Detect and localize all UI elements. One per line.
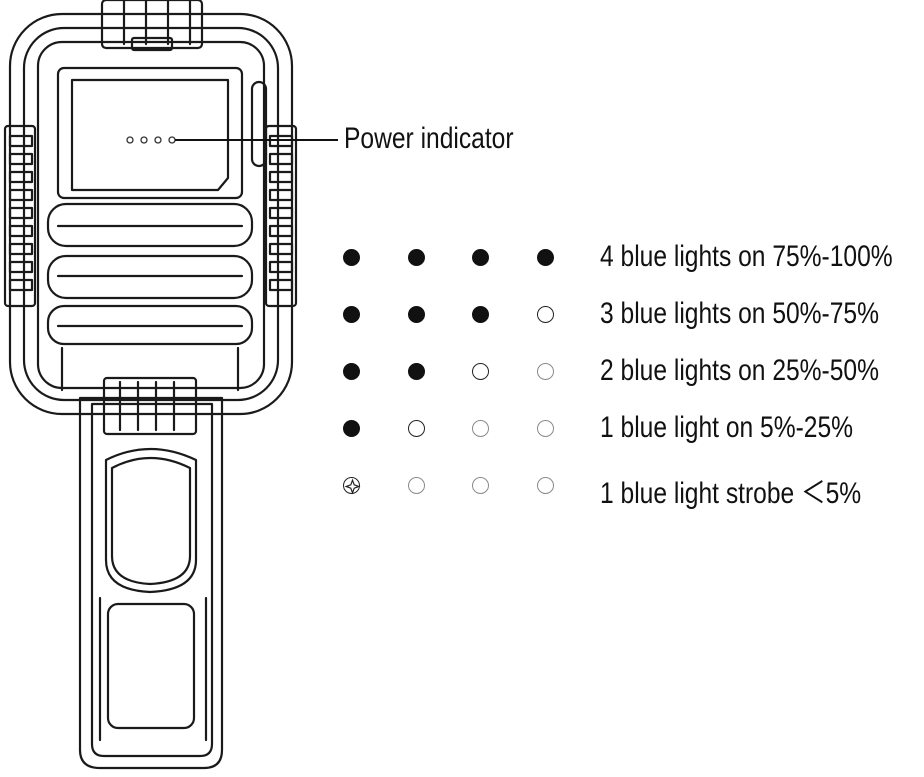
legend-row: 3 blue lights on 50%-75%	[0, 295, 924, 335]
legend-text: 1 blue light strobe ＜5%	[600, 477, 862, 510]
status-light	[343, 420, 360, 437]
legend-row: 4 blue lights on 75%-100%	[0, 238, 924, 278]
status-light	[408, 363, 425, 380]
left-grip	[3, 124, 37, 308]
status-light	[408, 477, 425, 494]
indicator-panel	[56, 66, 268, 200]
status-light	[537, 363, 554, 380]
status-light	[537, 477, 554, 494]
indicator-dots	[126, 136, 176, 144]
status-light	[472, 363, 489, 380]
status-light	[472, 306, 489, 323]
body-ribs	[46, 202, 254, 392]
right-grip	[264, 124, 298, 308]
power-indicator-label: Power indicator	[344, 122, 514, 155]
legend-row: 2 blue lights on 25%-50%	[0, 352, 924, 392]
status-light	[537, 420, 554, 437]
status-light	[343, 477, 361, 495]
legend-text: 1 blue light on 5%-25%	[600, 411, 854, 444]
status-light	[408, 306, 425, 323]
lower-clip	[78, 376, 224, 770]
legend-text: 3 blue lights on 50%-75%	[600, 297, 879, 330]
status-light	[343, 249, 360, 266]
legend-row: 1 blue light strobe ＜5%	[0, 466, 924, 510]
status-light	[472, 477, 489, 494]
status-light	[408, 249, 425, 266]
legend-text: 4 blue lights on 75%-100%	[600, 240, 893, 273]
status-light	[472, 420, 489, 437]
legend-text: 2 blue lights on 25%-50%	[600, 354, 879, 387]
legend-row: 1 blue light on 5%-25%	[0, 409, 924, 449]
status-light	[472, 249, 489, 266]
status-light	[537, 249, 554, 266]
status-light	[343, 306, 360, 323]
status-light	[537, 306, 554, 323]
top-clip	[100, 0, 204, 52]
status-light	[408, 420, 425, 437]
status-light	[343, 363, 360, 380]
